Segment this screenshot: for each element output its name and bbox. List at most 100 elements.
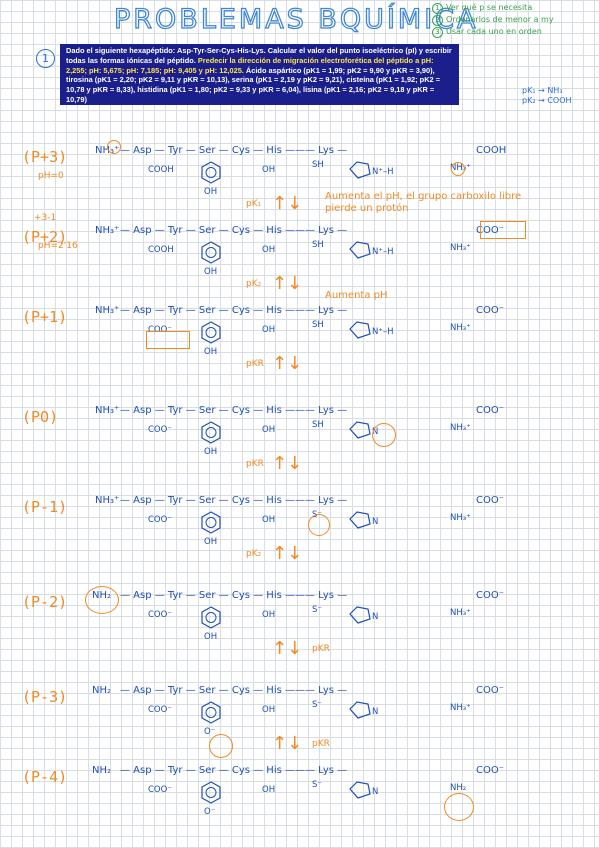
- n-terminus: NH₃⁺: [95, 405, 120, 416]
- his-ring: [349, 701, 371, 719]
- highlight-mark: [444, 793, 474, 821]
- charge-state-label: (P+3): [22, 148, 68, 166]
- tyr-side-chain: O⁻: [204, 807, 216, 817]
- tyr-ring: [201, 421, 221, 444]
- tyr-side-chain: OH: [204, 187, 218, 197]
- his-side-chain: N: [372, 517, 379, 527]
- tyr-side-chain: OH: [204, 537, 218, 547]
- tyr-ring: [201, 606, 221, 629]
- asp-side-chain: COO⁻: [148, 785, 172, 795]
- his-ring: [349, 161, 371, 179]
- highlight-mark: [85, 586, 119, 614]
- tyr-side-chain: OH: [204, 447, 218, 457]
- annotation-carboxyl: Aumenta el pH, el grupo carboxilo libre …: [325, 191, 522, 214]
- question-text-b: Ácido aspártico (pK1 = 1,99; pK2 = 9,90 …: [66, 65, 441, 104]
- ser-side-chain: OH: [262, 515, 276, 525]
- peptide-chain: — Asp — Tyr — Ser — Cys — His ——— Lys —: [120, 405, 348, 416]
- asp-side-chain: COO⁻: [148, 325, 172, 335]
- tyr-side-chain: O⁻: [204, 727, 216, 737]
- peptide-chain: — Asp — Tyr — Ser — Cys — His ——— Lys —: [120, 495, 348, 506]
- transition-pk-label: pK₂: [246, 549, 262, 559]
- highlight-mark: [107, 140, 121, 154]
- cys-side-chain: SH: [312, 240, 324, 250]
- ionic-form-row: (P-3) NH₂ — Asp — Tyr — Ser — Cys — His ——…: [0, 685, 599, 745]
- his-side-chain: N: [372, 787, 379, 797]
- annotation-ph-up: Aumenta pH: [325, 290, 388, 301]
- charge-state-label: (P+2): [22, 228, 68, 246]
- transition-pk-label: pKR: [312, 644, 330, 654]
- his-ring: [349, 421, 371, 439]
- his-side-chain: N⁺–H: [372, 247, 394, 257]
- ser-side-chain: OH: [262, 425, 276, 435]
- pk2-note: pK₂ → COOH: [522, 96, 572, 105]
- equilibrium-arrows: ↑↓: [272, 638, 303, 659]
- peptide-chain: — Asp — Tyr — Ser — Cys — His ——— Lys —: [120, 685, 348, 696]
- cys-side-chain: SH: [312, 420, 324, 430]
- page-title: PROBLEMAS BQUÍMICA: [113, 3, 479, 35]
- asp-side-chain: COOH: [148, 245, 174, 255]
- asp-side-chain: COO⁻: [148, 425, 172, 435]
- pk-notes: pK₁ → NH₃ pK₂ → COOH: [522, 86, 572, 106]
- ionic-form-row: (PO) NH₃⁺— Asp — Tyr — Ser — Cys — His ——…: [0, 405, 599, 465]
- charge-state-label: (P-1): [22, 498, 68, 516]
- highlight-mark: [146, 331, 190, 349]
- ser-side-chain: OH: [262, 785, 276, 795]
- ionic-form-row: (P-2)NH₂— Asp — Tyr — Ser — Cys — His ——…: [0, 590, 599, 650]
- equilibrium-arrows: ↑↓: [272, 353, 303, 374]
- highlight-mark: [209, 734, 233, 758]
- charge-sum: +3-1: [34, 213, 57, 223]
- charge-state-label: (P-4): [22, 768, 68, 786]
- charge-state-label: (P-3): [22, 688, 68, 706]
- lys-side-chain: NH₃⁺: [450, 608, 471, 618]
- peptide-chain: — Asp — Tyr — Ser — Cys — His ——— Lys —: [120, 590, 348, 601]
- charge-state-label: (PO): [22, 408, 59, 426]
- question-text-highlight: Predecir la dirección de migración elect…: [66, 55, 434, 75]
- c-terminus: COOH: [476, 145, 507, 156]
- c-terminus: COO⁻: [476, 495, 505, 506]
- cys-side-chain: S⁻: [312, 780, 322, 790]
- his-ring: [349, 241, 371, 259]
- equilibrium-arrows: ↑↓: [272, 543, 303, 564]
- lys-side-chain: NH₃⁺: [450, 243, 471, 253]
- lys-side-chain: NH₃⁺: [450, 703, 471, 713]
- his-ring: [349, 606, 371, 624]
- tyr-side-chain: OH: [204, 267, 218, 277]
- ionic-form-row: (P-1) NH₃⁺— Asp — Tyr — Ser — Cys — His —…: [0, 495, 599, 555]
- n-terminus: NH₂: [92, 765, 112, 776]
- equilibrium-arrows: ↑↓: [272, 453, 303, 474]
- transition-pk-label: pK₁: [246, 199, 262, 209]
- tyr-ring: [201, 781, 221, 804]
- n-terminus: NH₃⁺: [95, 495, 120, 506]
- ser-side-chain: OH: [262, 165, 276, 175]
- transition-pk-label: pKR: [312, 739, 330, 749]
- his-side-chain: N⁺–H: [372, 327, 394, 337]
- c-terminus: COO⁻: [476, 590, 505, 601]
- charge-state-label: (P-2): [22, 593, 68, 611]
- n-terminus: NH₃⁺: [95, 225, 120, 236]
- highlight-mark: [372, 423, 396, 447]
- ionic-form-row: (P+1)NH₃⁺— Asp — Tyr — Ser — Cys — His —…: [0, 305, 599, 365]
- tyr-ring: [201, 701, 221, 724]
- his-ring: [349, 781, 371, 799]
- tyr-ring: [201, 321, 221, 344]
- his-side-chain: N: [372, 612, 379, 622]
- ser-side-chain: OH: [262, 610, 276, 620]
- c-terminus: COO⁻: [476, 305, 505, 316]
- n-terminus: NH₂: [92, 685, 112, 696]
- ph-label: pH=0: [38, 171, 64, 181]
- ph-label: pH=2'16: [38, 241, 78, 251]
- highlight-mark: [451, 162, 465, 176]
- peptide-chain: — Asp — Tyr — Ser — Cys — His ——— Lys —: [120, 145, 348, 156]
- his-ring: [349, 321, 371, 339]
- his-side-chain: N: [372, 707, 379, 717]
- cys-side-chain: SH: [312, 320, 324, 330]
- c-terminus: COO⁻: [476, 225, 505, 236]
- his-ring: [349, 511, 371, 529]
- peptide-chain: — Asp — Tyr — Ser — Cys — His ——— Lys —: [120, 225, 348, 236]
- ser-side-chain: OH: [262, 325, 276, 335]
- peptide-chain: — Asp — Tyr — Ser — Cys — His ——— Lys —: [120, 305, 348, 316]
